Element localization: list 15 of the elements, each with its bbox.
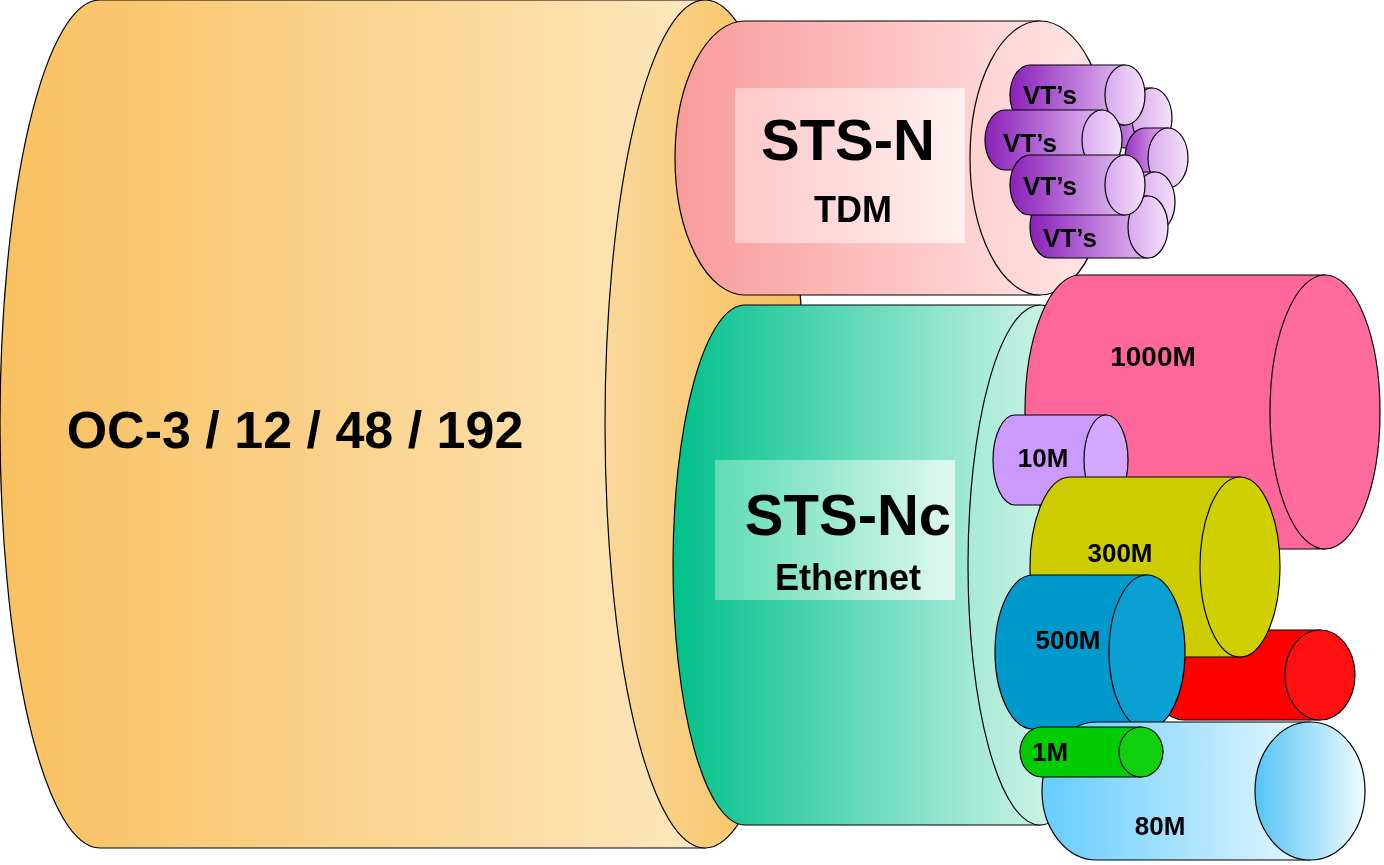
- pipe-label: VT’s: [1043, 225, 1097, 251]
- pipe-label: STS-Nc: [744, 486, 952, 544]
- pipe-sublabel: Ethernet: [775, 560, 921, 596]
- pipe-label: 300M: [1087, 540, 1153, 566]
- pipe-label: VT’s: [1003, 130, 1057, 156]
- pipe-label: 1000M: [1110, 343, 1196, 371]
- pipe-label: VT’s: [1023, 173, 1077, 199]
- pipe-label: OC-3 / 12 / 48 / 192: [66, 404, 524, 456]
- pipe-sublabel: TDM: [814, 192, 892, 228]
- pipe-label: 80M: [1134, 813, 1186, 839]
- pipe-label: 500M: [1035, 627, 1101, 653]
- pipe-label: STS-N: [761, 111, 935, 169]
- pipe-label: 10M: [1017, 445, 1069, 471]
- pipe-label: VT’s: [1023, 82, 1077, 108]
- pipe-label: 1M: [1031, 739, 1069, 765]
